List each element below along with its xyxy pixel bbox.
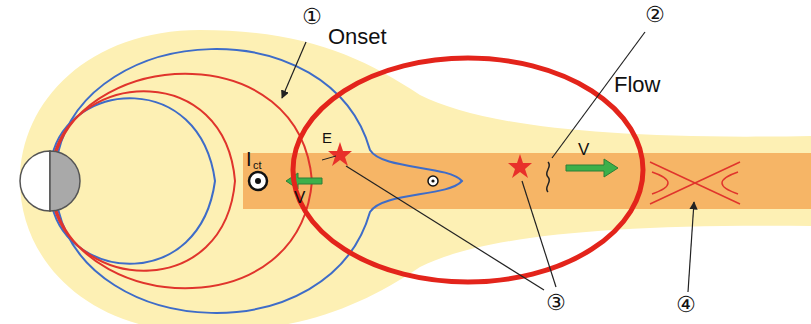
callout-number: ② [645, 4, 665, 26]
callout-number: ③ [546, 292, 566, 314]
leader-line [688, 202, 694, 292]
dipolarized-field-line [54, 91, 235, 270]
current-out-of-page [249, 172, 267, 190]
wave-line [547, 162, 550, 192]
plasma-sheet-band [243, 153, 811, 209]
highlight-ellipse [293, 58, 643, 282]
dipolarized-field-line [56, 74, 312, 288]
onset-star [508, 154, 532, 178]
flow-arrow [566, 159, 618, 177]
earth [20, 151, 80, 211]
onset-star [328, 142, 352, 166]
region-label: Onset [328, 26, 387, 48]
current-out-of-page [428, 176, 438, 186]
magnetosphere-region [20, 30, 811, 324]
callout-number: ④ [676, 294, 696, 316]
velocity-label: V [578, 141, 589, 158]
flow-label: Flow [614, 74, 660, 96]
field-tick [322, 156, 336, 160]
callout-number: ① [302, 6, 322, 28]
leader-line [282, 42, 306, 98]
current-symbol: I [246, 149, 252, 169]
current-subscript: ct [253, 160, 262, 171]
leader-line [346, 166, 544, 290]
field-label: E [322, 130, 332, 145]
x-line [650, 162, 740, 204]
leader-line [522, 181, 556, 287]
velocity-label: V [294, 189, 305, 206]
